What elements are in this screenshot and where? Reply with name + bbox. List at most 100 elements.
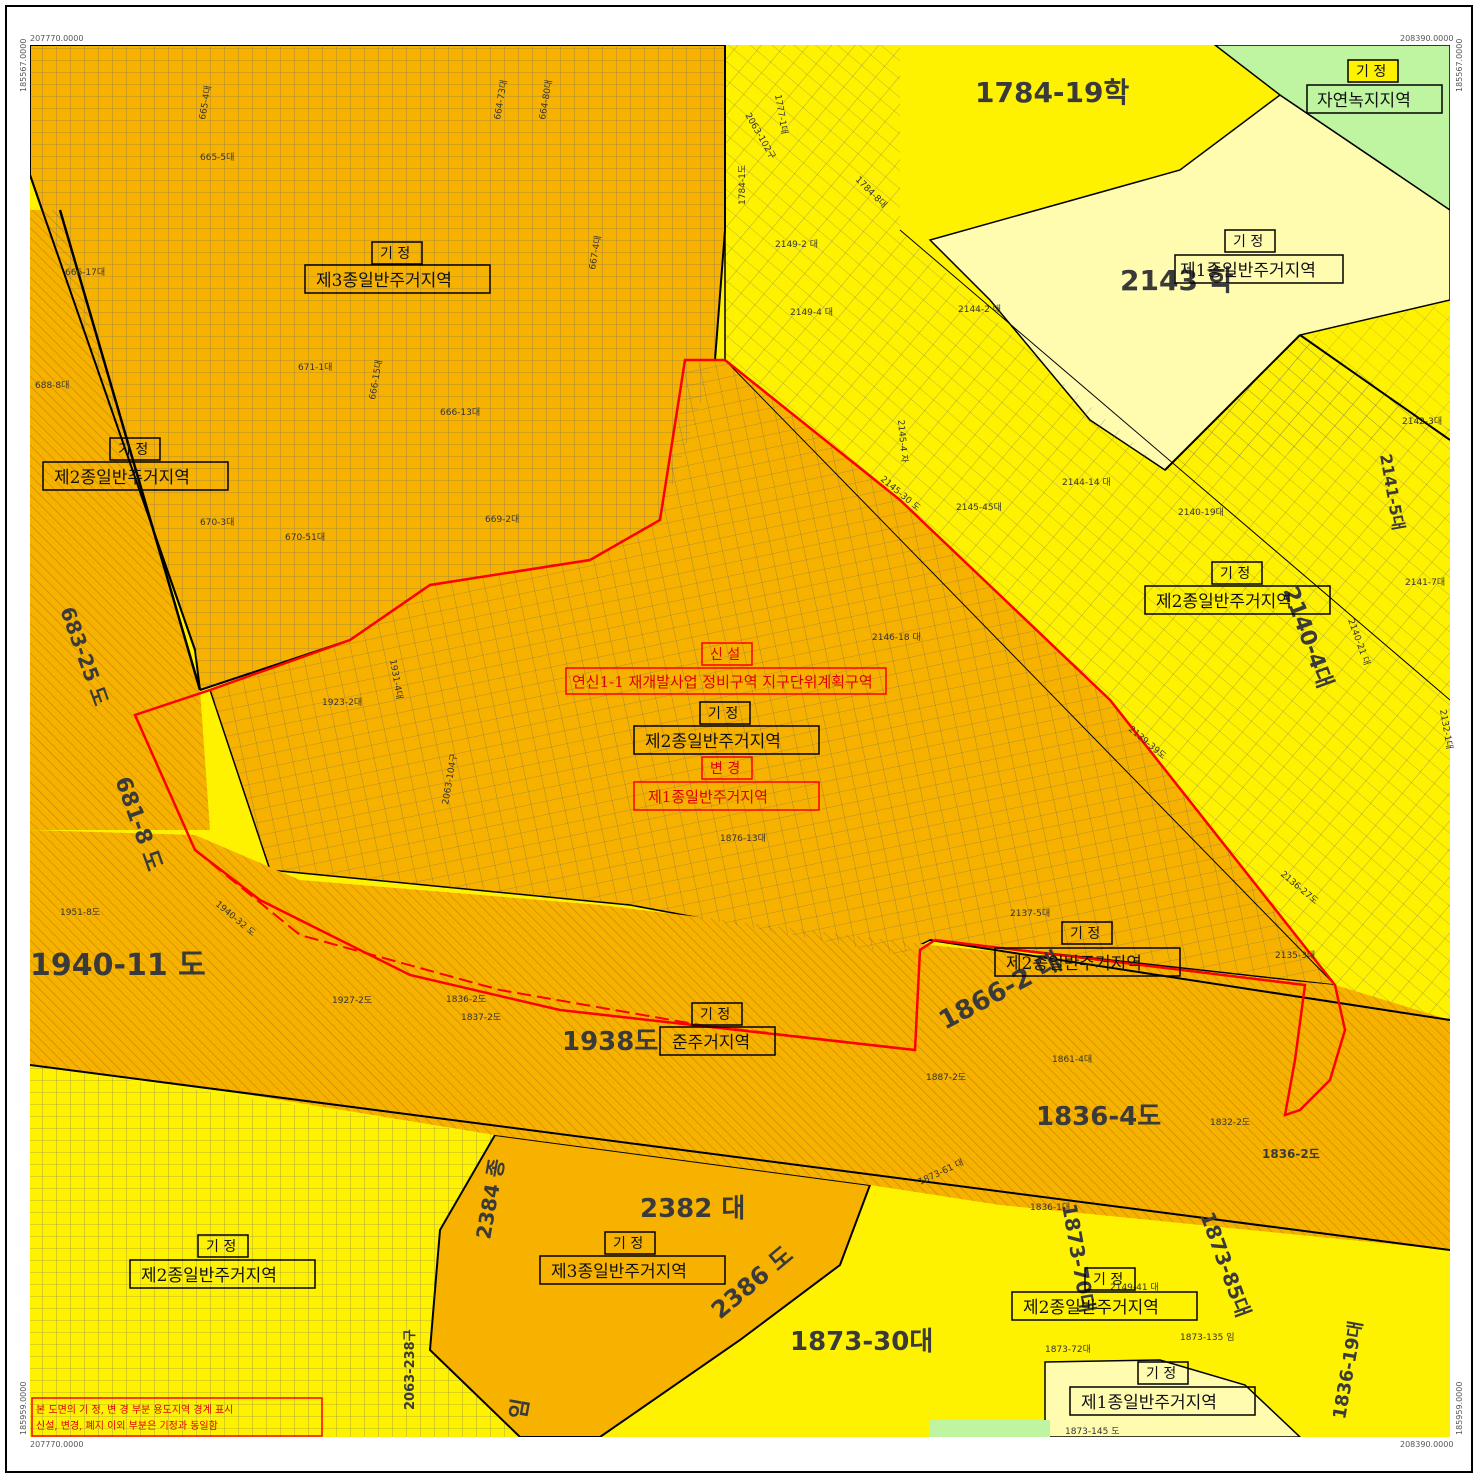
- zone-name: 제2종일반주거지역: [141, 1266, 277, 1286]
- parcel-label: 670-51대: [285, 532, 325, 543]
- redevelopment-district-boundary: [133, 358, 1347, 1117]
- zone-name: 제2종일반주거지역: [54, 468, 190, 488]
- parcel-label: 669-2대: [485, 514, 519, 525]
- zone-tag: 기 정: [708, 706, 738, 722]
- zone-label-nw[interactable]: 기 정 제3종일반주거지역: [304, 241, 491, 294]
- parcel-label: 1873-145 도: [1065, 1427, 1119, 1437]
- parcel-label: 1837-2도: [461, 1013, 501, 1023]
- parcel-label: 671-1대: [298, 362, 332, 373]
- parcel-label: 2149-4 대: [790, 307, 833, 318]
- parcel-label: 2141-7대: [1405, 577, 1445, 588]
- zone-label-e[interactable]: 기 정 제2종일반주거지역: [1144, 561, 1331, 615]
- parcel-label: 2144-2 대: [958, 304, 1001, 315]
- coord-left-bottom: 185959.0000: [19, 1382, 28, 1435]
- parcels-nw: [30, 45, 725, 690]
- zone-name: 제2종일반주거지역: [1023, 1298, 1159, 1318]
- parcel-label: 688-8대: [35, 380, 69, 391]
- coord-top-right: 208390.0000: [1400, 34, 1453, 43]
- zone-name: 준주거지역: [672, 1033, 750, 1053]
- parcel-label: 1923-2대: [322, 697, 362, 708]
- green-area-se: [930, 1420, 1050, 1437]
- zone-tag: 기 정: [700, 1007, 730, 1023]
- coord-right-bottom: 185959.0000: [1455, 1382, 1464, 1435]
- parcel-label: 1927-2도: [332, 996, 372, 1006]
- big-label: 2063-238구: [403, 1329, 418, 1410]
- big-label: 1873-30대: [790, 1327, 933, 1357]
- zone-label-zone1-se[interactable]: 기 정 제1종일반주거지역: [1069, 1361, 1256, 1416]
- zone-name: 제3종일반주거지역: [316, 271, 452, 291]
- plan-change-label[interactable]: 변 경 제1종일반주거지역: [633, 756, 820, 811]
- zone-tag: 기 정: [613, 1236, 643, 1252]
- zone-tag: 기 정: [206, 1239, 236, 1255]
- zone-tag: 기 정: [1146, 1366, 1176, 1382]
- parcel-label: 670-3대: [200, 517, 234, 528]
- zone-label-sw[interactable]: 기 정 제2종일반주거지역: [129, 1234, 316, 1289]
- boundary-lines: [30, 45, 1450, 1251]
- parcel-label: 2145-4 자: [895, 419, 910, 464]
- zone-labels: 기 정 제3종일반주거지역 기 정 제2종일반주거지역 기 정 자연녹지지역 기…: [31, 59, 1443, 1437]
- zone-label-green[interactable]: 기 정 자연녹지지역: [1306, 59, 1443, 114]
- note-line-1: 본 도면의 기 정, 변 경 부분 용도지역 경계 표시: [36, 1403, 233, 1416]
- zone-name: 자연녹지지역: [1317, 91, 1411, 111]
- parcel-label: 2146-18 대: [872, 632, 921, 643]
- parcel-label: 666-13대: [440, 407, 480, 418]
- zone-name: 제2종일반주거지역: [645, 732, 781, 752]
- parcel-label: 1873-72대: [1045, 1344, 1091, 1355]
- zone-name: 제3종일반주거지역: [551, 1262, 687, 1282]
- big-label: 1836-4도: [1036, 1102, 1161, 1132]
- parcel-label: 1836-2도: [446, 995, 486, 1005]
- parcel-label: 2145-45대: [956, 502, 1002, 513]
- zone-label-center[interactable]: 기 정 제2종일반주거지역: [633, 701, 820, 755]
- parcel-label: 1861-4대: [1052, 1054, 1092, 1065]
- big-label: 임: [506, 1397, 534, 1421]
- zone-tag: 기 정: [380, 246, 410, 262]
- parcels-mid: [210, 360, 1335, 985]
- zone-label-w[interactable]: 기 정 제2종일반주거지역: [42, 437, 229, 491]
- parcels-sw: [30, 1065, 520, 1437]
- parcel-label: 666-17대: [65, 267, 105, 278]
- zone-tag: 기 정: [1233, 234, 1263, 250]
- zone-label-quasi[interactable]: 기 정 준주거지역: [659, 1002, 776, 1056]
- coord-top-left: 207770.0000: [30, 34, 83, 43]
- parcel-label: 2144-14 대: [1062, 477, 1111, 488]
- parcels-ne: [725, 45, 1450, 1020]
- parcel-label: 1876-13대: [720, 833, 766, 844]
- zone-label-se[interactable]: 기 정 제2종일반주거지역: [1011, 1267, 1198, 1321]
- big-label: 2143 학: [1120, 264, 1234, 297]
- big-label: 1938도: [562, 1027, 658, 1057]
- plan-change-tag: 변 경: [710, 761, 740, 777]
- plan-new-label[interactable]: 신 설 연신1-1 재개발사업 정비구역 지구단위계획구역: [565, 642, 887, 695]
- coord-bottom-right: 208390.0000: [1400, 1440, 1453, 1449]
- map-area: [30, 45, 1450, 1437]
- parcel-label: 1784-1도: [738, 165, 748, 205]
- coord-left-top: 185567.0000: [19, 39, 28, 92]
- zone-name: 제2종일반주거지역: [1156, 592, 1292, 612]
- parcel-label: 1832-2도: [1210, 1118, 1250, 1128]
- zone-tag: 기 정: [118, 442, 148, 458]
- parcel-label: 2142-3대: [1402, 416, 1442, 427]
- big-label: 2382 대: [640, 1194, 745, 1224]
- parcel-label: 1836-1대: [1030, 1202, 1070, 1213]
- big-label: 1836-2도: [1262, 1147, 1320, 1161]
- parcel-label: 1887-2도: [926, 1073, 966, 1083]
- parcel-label: 665-5대: [200, 152, 234, 163]
- zone-label-zone1-ne[interactable]: 기 정 제1종일반주거지역: [1174, 229, 1344, 284]
- plan-district-label: 연신1-1 재개발사업 정비구역 지구단위계획구역: [572, 673, 873, 691]
- quasi-residential-hatch: [30, 830, 1450, 1250]
- big-label: 1784-19학: [975, 76, 1130, 109]
- zone-tag: 기 정: [1093, 1272, 1123, 1288]
- zone-name: 제2종일반주거지역: [1006, 954, 1142, 974]
- west-hatch-strip-lines: [30, 210, 210, 830]
- parcel-label: 2149-2 대: [775, 239, 818, 250]
- zone-label-south[interactable]: 기 정 제3종일반주거지역: [539, 1231, 726, 1285]
- zone-tag: 기 정: [1070, 926, 1100, 942]
- coord-right-top: 185567.0000: [1455, 39, 1464, 92]
- zone-label-se-band[interactable]: 기 정 제2종일반주거지역: [994, 921, 1181, 977]
- parcel-label: 2137-5대: [1010, 908, 1050, 919]
- parcels-zone1: [1165, 300, 1450, 470]
- parcel-label: 1873-135 임: [1180, 1331, 1234, 1343]
- plan-changed-label: 제1종일반주거지역: [648, 788, 768, 806]
- parcel-label: 1951-8도: [60, 908, 100, 918]
- zone-name: 제1종일반주거지역: [1180, 261, 1316, 281]
